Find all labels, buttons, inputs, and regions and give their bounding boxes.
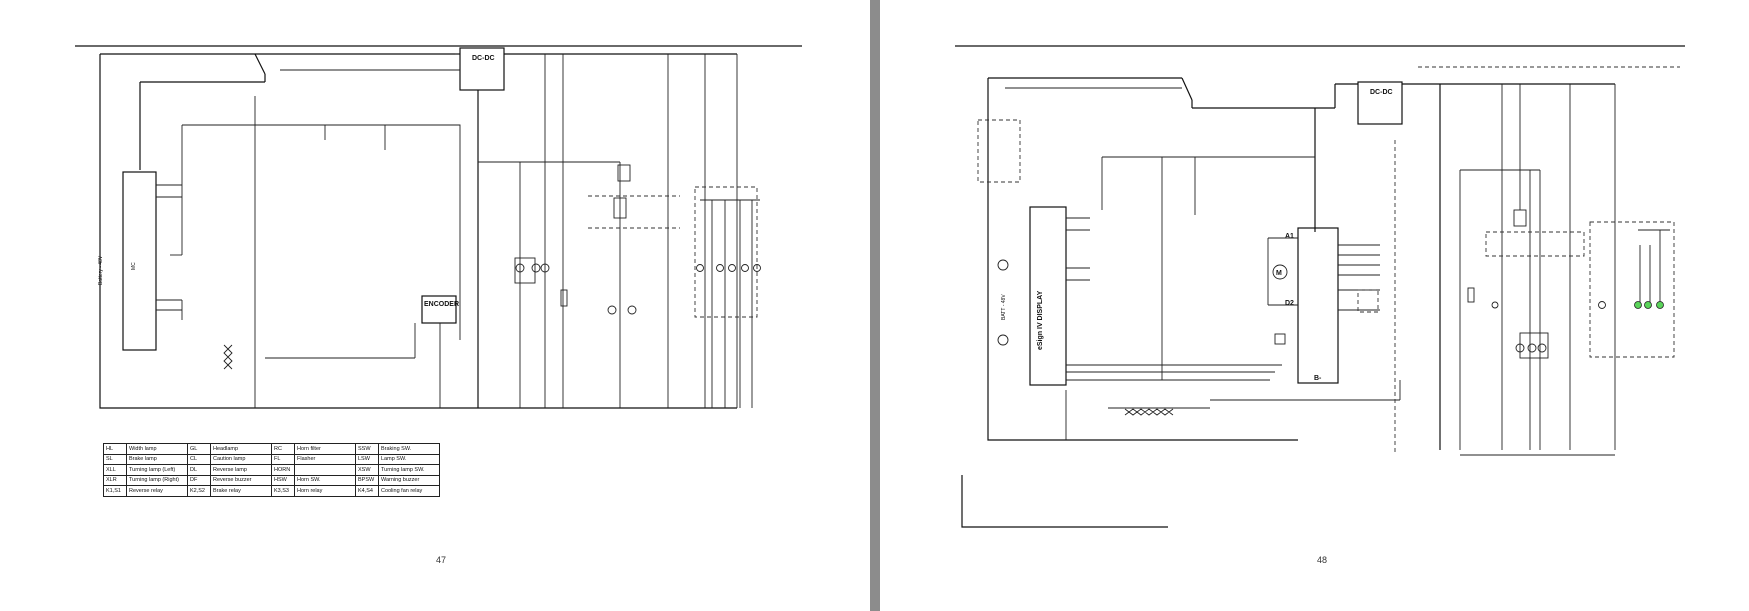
- motor-a1-label: A1: [1285, 233, 1294, 240]
- legend-code: HSW: [271, 474, 295, 486]
- left-dcdc-label: DC-DC: [472, 55, 495, 62]
- left-page: DC-DC MC ENCODER Battery - 48V: [0, 0, 870, 611]
- legend-code: K1,S1: [103, 485, 127, 497]
- legend-description: Reverse relay: [126, 485, 188, 497]
- left-page-number: 47: [436, 555, 447, 565]
- legend-code: XLR: [103, 474, 127, 486]
- legend-code: CL: [187, 453, 211, 465]
- legend-description: Braking SW.: [378, 443, 440, 455]
- legend-code: K3,S3: [271, 485, 295, 497]
- legend-description: Horn filter: [294, 443, 356, 455]
- legend-description: Cooling fan relay: [378, 485, 440, 497]
- legend-description: Turning lamp SW.: [378, 464, 440, 476]
- right-lamp-row: [1491, 301, 1664, 353]
- legend-code: RC: [271, 443, 295, 455]
- legend-description: Reverse buzzer: [210, 474, 272, 486]
- display-label: eSign IV DISPLAY: [1037, 290, 1044, 350]
- legend-code: DL: [187, 464, 211, 476]
- legend-description: Brake lamp: [126, 453, 188, 465]
- left-wiring-diagram: DC-DC MC ENCODER Battery - 48V: [75, 45, 802, 409]
- legend-description: Lamp SW.: [378, 453, 440, 465]
- legend-description: [294, 464, 356, 476]
- legend-description: Horn relay: [294, 485, 356, 497]
- legend-description: Reverse lamp: [210, 464, 272, 476]
- motor-m-label: M: [1276, 270, 1282, 277]
- legend-code: BPSW: [355, 474, 379, 486]
- legend-code: K4,S4: [355, 485, 379, 497]
- legend-code: K2,S2: [187, 485, 211, 497]
- left-lamp-row: [514, 257, 761, 315]
- right-page-number: 48: [1317, 555, 1328, 565]
- legend-code: SL: [103, 453, 127, 465]
- legend-code: HL: [103, 443, 127, 455]
- motor-d2-label: D2: [1285, 300, 1294, 307]
- legend-code: DF: [187, 474, 211, 486]
- right-page: DC-DC eSign IV DISPLAY BATT - 48V A1 D2 …: [880, 0, 1749, 611]
- legend-code: SSW: [355, 443, 379, 455]
- legend-description: Width lamp: [126, 443, 188, 455]
- legend-description: Caution lamp: [210, 453, 272, 465]
- legend-code: HORN: [271, 464, 295, 476]
- legend-description: Turning lamp (Right): [126, 474, 188, 486]
- legend-description: Brake relay: [210, 485, 272, 497]
- legend-description: Headlamp: [210, 443, 272, 455]
- legend-code: XLL: [103, 464, 127, 476]
- left-battery-label: Battery - 48V: [98, 255, 104, 285]
- svg-text:MC: MC: [131, 262, 137, 270]
- right-dcdc-label: DC-DC: [1370, 89, 1393, 96]
- bminus-label: B-: [1314, 375, 1322, 382]
- legend-code: GL: [187, 443, 211, 455]
- legend-code: LSW: [355, 453, 379, 465]
- legend-description: Turning lamp (Left): [126, 464, 188, 476]
- motor-icon: [1272, 264, 1288, 280]
- right-battery-label: BATT - 48V: [1001, 294, 1007, 320]
- right-wiring-diagram: DC-DC eSign IV DISPLAY BATT - 48V A1 D2 …: [955, 45, 1685, 528]
- legend-description: Horn SW.: [294, 474, 356, 486]
- legend-description: Warning buzzer: [378, 474, 440, 486]
- legend-code: FL: [271, 453, 295, 465]
- legend-description: Flasher: [294, 453, 356, 465]
- legend-code: XSW: [355, 464, 379, 476]
- page-gutter: [870, 0, 880, 611]
- encoder-label: ENCODER: [424, 301, 459, 308]
